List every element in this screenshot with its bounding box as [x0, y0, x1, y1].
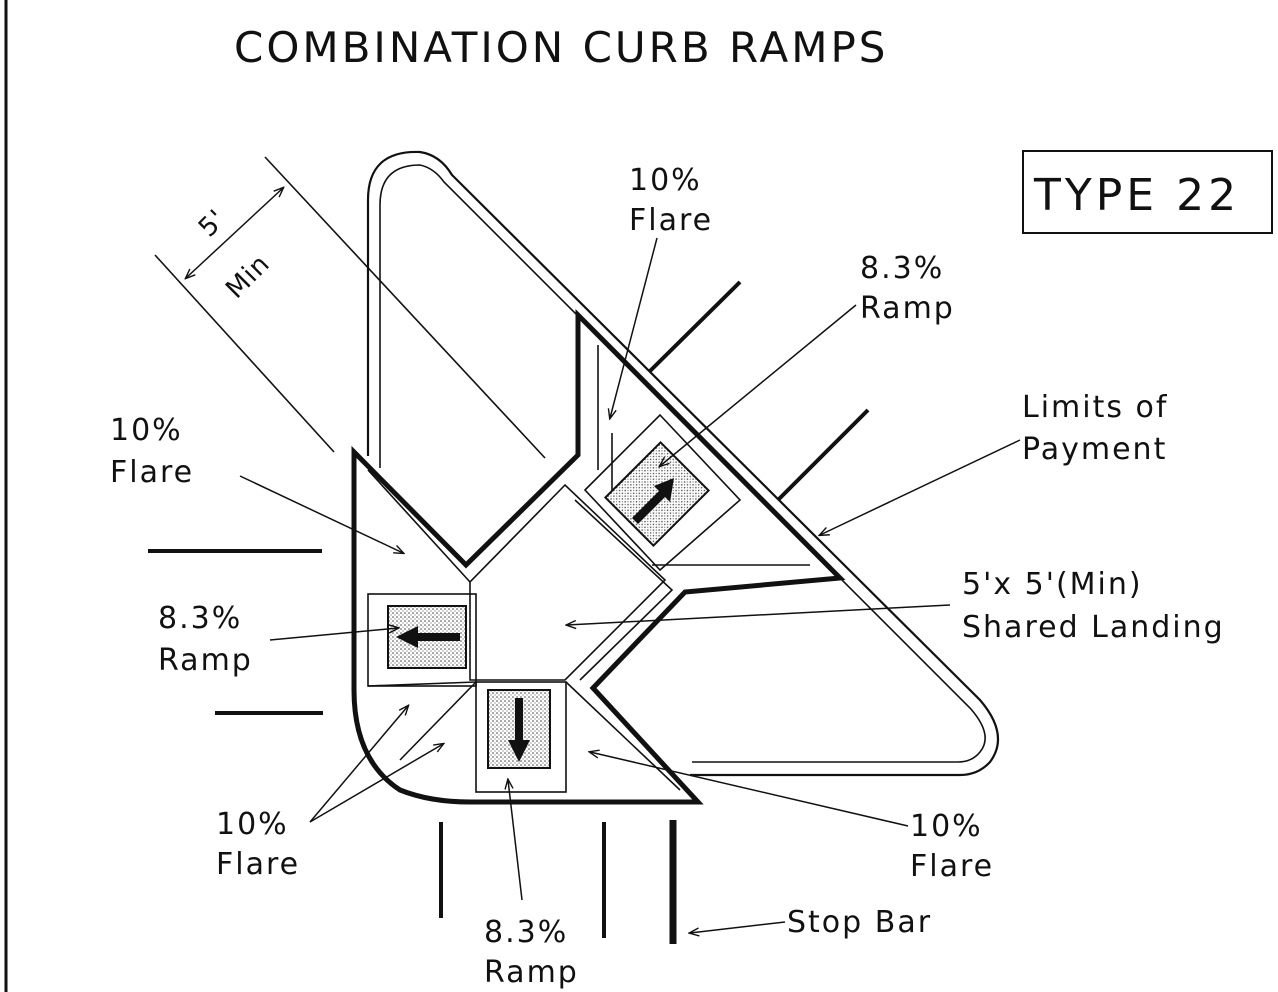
ramp-left-line1: 8.3%	[158, 601, 242, 636]
ramp-top-line1: 8.3%	[860, 251, 944, 286]
limits-of-payment-outline	[351, 308, 846, 805]
flare-bottom-right-line2: Flare	[910, 849, 994, 884]
left-ramp-area	[367, 469, 477, 687]
flare-left-line1: 10%	[110, 413, 183, 448]
top-right-ramp-area	[583, 345, 810, 572]
flare-bottom-right-line1: 10%	[910, 809, 983, 844]
type-box	[1022, 150, 1273, 234]
ramp-left-line2: Ramp	[158, 643, 253, 678]
landing-line2: Shared Landing	[962, 610, 1225, 645]
flare-top-line2: Flare	[629, 203, 713, 238]
limits-line2: Payment	[1022, 432, 1167, 467]
flare-top-line1: 10%	[629, 163, 702, 198]
stop-bar-label: Stop Bar	[787, 905, 932, 940]
dimension-5ft: 5' Min	[154, 156, 546, 459]
ramp-bottom-line2: Ramp	[484, 955, 579, 990]
flare-left-line2: Flare	[110, 455, 194, 490]
type-label: TYPE 22	[1033, 170, 1240, 221]
dimension-note: Min	[220, 249, 276, 305]
crosswalk-lines	[148, 280, 870, 944]
flare-bottom-left-line1: 10%	[216, 807, 289, 842]
leader-lines	[239, 237, 1021, 933]
ramp-top-line2: Ramp	[860, 291, 955, 326]
drawing-title: COMBINATION CURB RAMPS	[234, 23, 888, 72]
annotation-labels: 10% Flare 8.3% Ramp Limits of Payment 10…	[110, 163, 1225, 990]
top-right-ramp-arrow-icon	[632, 478, 674, 524]
ramp-bottom-line1: 8.3%	[484, 915, 568, 950]
left-ramp-arrow-icon	[396, 626, 460, 648]
bottom-ramp-area	[367, 681, 681, 793]
shared-landing	[469, 483, 674, 681]
dimension-value: 5'	[193, 204, 232, 243]
flare-bottom-left-line2: Flare	[216, 847, 300, 882]
bottom-ramp-arrow-icon	[508, 698, 530, 762]
landing-line1: 5'x 5'(Min)	[962, 567, 1143, 602]
limits-line1: Limits of	[1022, 390, 1168, 425]
